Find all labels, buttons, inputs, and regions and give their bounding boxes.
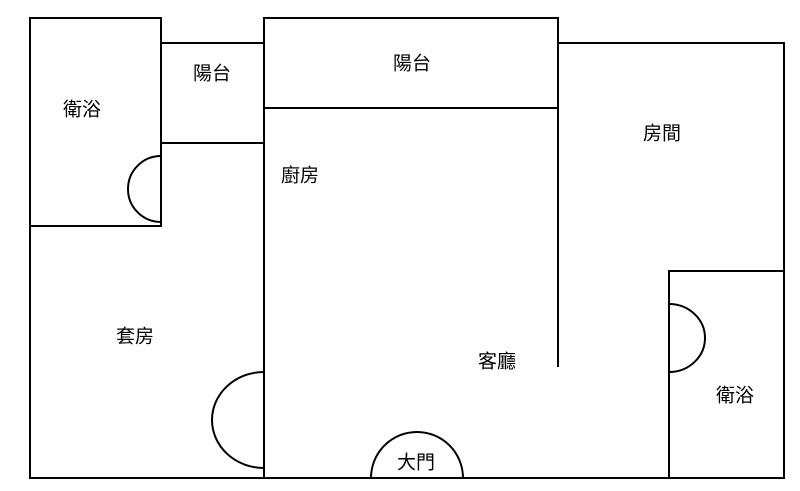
label-balcony-large: 陽台 [393,53,431,75]
door-suite [211,371,265,469]
label-living-room: 客廳 [478,351,516,373]
label-bath-top-left: 衛浴 [63,99,101,121]
wall-bath-top-left [29,17,162,227]
label-balcony-small: 陽台 [193,63,231,85]
wall-balcony-small [160,42,265,144]
label-kitchen: 廚房 [281,164,319,187]
label-bedroom: 房間 [643,123,681,145]
walls [29,17,785,479]
label-suite: 套房 [116,326,154,348]
label-bath-right: 衛浴 [716,385,754,407]
room-labels: 衛浴 陽台 陽台 廚房 房間 套房 客廳 衛浴 大門 [63,53,754,474]
door-bath-right [668,303,706,373]
doors [127,155,706,479]
wall-balcony-large [263,17,559,109]
door-bath-top-left [127,155,162,223]
label-main-door: 大門 [397,452,435,474]
door-main [370,431,464,479]
